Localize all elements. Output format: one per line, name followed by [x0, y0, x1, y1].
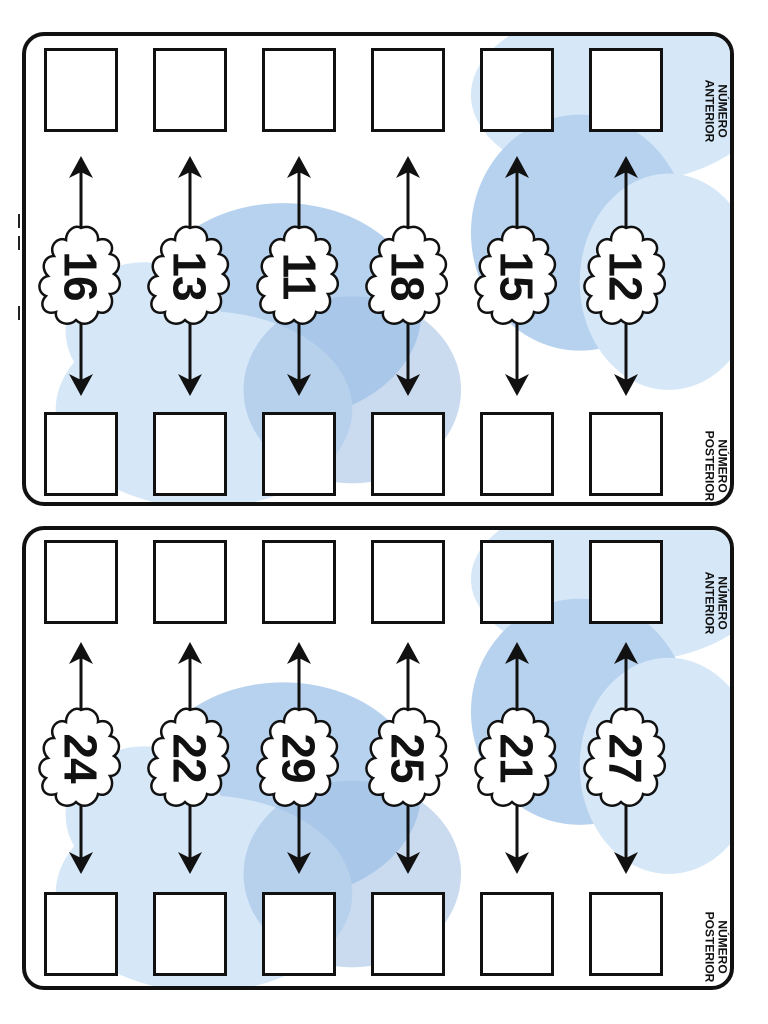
- cloud-number: 13: [145, 222, 235, 330]
- next-number-box[interactable]: [371, 892, 445, 976]
- next-number-box[interactable]: [589, 892, 663, 976]
- cloud-number: 29: [254, 704, 344, 812]
- cloud-number-label: 25: [381, 733, 434, 783]
- cloud-icon: [474, 707, 558, 807]
- cloud-icon: [147, 707, 231, 807]
- previous-number-box[interactable]: [153, 540, 227, 624]
- next-number-box[interactable]: [480, 892, 554, 976]
- previous-number-box[interactable]: [153, 48, 227, 132]
- previous-number-box[interactable]: [262, 540, 336, 624]
- page-mark: [18, 306, 20, 320]
- cloud-number-label: 16: [54, 251, 107, 301]
- label-next-number: NÚMERO POSTERIOR: [702, 911, 729, 983]
- cloud-number-label: 11: [272, 252, 325, 300]
- cloud-icon: [38, 225, 122, 325]
- cloud-icon: [583, 225, 667, 325]
- cloud-number: 15: [472, 222, 562, 330]
- cloud-number: 25: [363, 704, 453, 812]
- next-number-box[interactable]: [44, 412, 118, 496]
- next-number-box[interactable]: [44, 892, 118, 976]
- next-number-box[interactable]: [371, 412, 445, 496]
- next-number-box[interactable]: [153, 892, 227, 976]
- cloud-icon: [474, 225, 558, 325]
- cloud-number-label: 24: [54, 733, 107, 783]
- cloud-number: 12: [581, 222, 671, 330]
- next-number-box[interactable]: [262, 412, 336, 496]
- cloud-number-label: 13: [163, 251, 216, 301]
- cloud-icon: [256, 707, 340, 807]
- page-mark: [18, 214, 20, 228]
- cloud-number: 16: [36, 222, 126, 330]
- cloud-number: 21: [472, 704, 562, 812]
- previous-number-box[interactable]: [44, 540, 118, 624]
- previous-number-box[interactable]: [371, 540, 445, 624]
- cloud-number-label: 27: [599, 733, 652, 783]
- previous-number-box[interactable]: [480, 540, 554, 624]
- cloud-number: 24: [36, 704, 126, 812]
- cloud-number: 27: [581, 704, 671, 812]
- previous-number-box[interactable]: [371, 48, 445, 132]
- cloud-number-label: 22: [163, 733, 216, 783]
- cloud-number: 22: [145, 704, 235, 812]
- label-next-number: NÚMERO POSTERIOR: [702, 430, 729, 502]
- label-previous-number: NÚMERO ANTERIOR: [702, 79, 730, 143]
- cloud-number-label: 29: [272, 733, 325, 783]
- cloud-number-label: 21: [490, 733, 543, 783]
- next-number-box[interactable]: [589, 412, 663, 496]
- cloud-icon: [147, 225, 231, 325]
- worksheet-panel: NÚMERO ANTERIOR NÚMERO POSTERIOR 24 22 29 2…: [22, 526, 734, 990]
- worksheet-panel: NÚMERO ANTERIOR NÚMERO POSTERIOR 16 13 11 1…: [22, 32, 734, 506]
- previous-number-box[interactable]: [589, 540, 663, 624]
- page-mark: [18, 236, 20, 250]
- previous-number-box[interactable]: [589, 48, 663, 132]
- next-number-box[interactable]: [480, 412, 554, 496]
- cloud-number-label: 18: [381, 251, 434, 301]
- label-previous-number: NÚMERO ANTERIOR: [702, 571, 730, 635]
- cloud-icon: [365, 225, 449, 325]
- next-number-box[interactable]: [153, 412, 227, 496]
- cloud-number-label: 15: [490, 251, 543, 301]
- cloud-number: 18: [363, 222, 453, 330]
- cloud-icon: [365, 707, 449, 807]
- next-number-box[interactable]: [262, 892, 336, 976]
- previous-number-box[interactable]: [480, 48, 554, 132]
- cloud-icon: [256, 225, 340, 325]
- cloud-icon: [38, 707, 122, 807]
- previous-number-box[interactable]: [262, 48, 336, 132]
- cloud-number-label: 12: [599, 251, 652, 301]
- previous-number-box[interactable]: [44, 48, 118, 132]
- cloud-number: 11: [254, 222, 344, 330]
- cloud-icon: [583, 707, 667, 807]
